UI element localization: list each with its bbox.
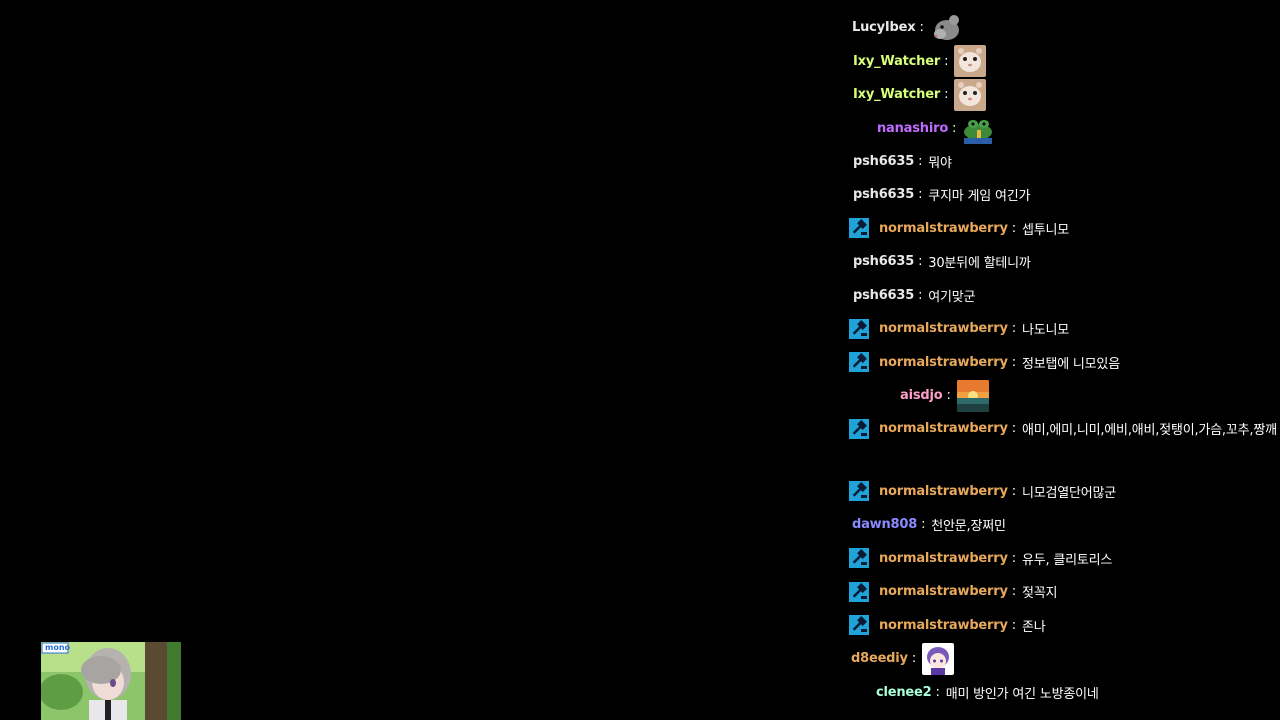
chat-username[interactable]: dawn808	[852, 517, 918, 533]
chat-spacer	[846, 446, 1280, 475]
avatar-logo-label: mono	[45, 643, 71, 652]
chat-message: normalstrawberry : 존나	[846, 608, 1280, 641]
vtuber-avatar-cam: mono	[41, 642, 181, 720]
chat-text: 니모검열단어많군	[1021, 485, 1117, 501]
chat-separator: :	[935, 684, 940, 700]
chat-text: 천안문,장쩌민	[931, 519, 1006, 535]
chat-username[interactable]: LucyIbex	[852, 20, 916, 36]
chat-separator: :	[1011, 220, 1016, 236]
chat-text: 쿠지마 게임 여긴가	[928, 189, 1031, 205]
chat-separator: :	[944, 87, 949, 103]
chat-message: nanashiro :	[877, 111, 1280, 145]
chat-message: psh6635 : 여기맞군	[853, 279, 1280, 312]
chat-separator: :	[944, 53, 949, 69]
chat-message: normalstrawberry : 니모검열단어많군	[846, 475, 1280, 508]
chat-overlay: LucyIbex : Ixy_Watcher :	[846, 11, 1280, 709]
hammer-icon	[849, 581, 869, 602]
hammer-icon	[849, 481, 869, 502]
hammer-icon	[849, 418, 869, 439]
chat-username[interactable]: normalstrawberry	[879, 220, 1008, 236]
chat-separator: :	[918, 287, 923, 303]
chat-text: 여기맞군	[928, 289, 976, 305]
hammer-icon	[849, 615, 869, 636]
hammer-icon	[849, 318, 869, 339]
chat-separator: :	[1011, 584, 1016, 600]
chat-username[interactable]: normalstrawberry	[879, 354, 1008, 370]
chat-message: normalstrawberry : 젖꼭지	[846, 575, 1280, 608]
frog-emote-icon	[962, 112, 995, 145]
chat-message: psh6635 : 30분뒤에 할테니까	[853, 245, 1280, 278]
chat-username[interactable]: psh6635	[853, 287, 915, 303]
chat-username[interactable]: normalstrawberry	[879, 550, 1008, 566]
chat-message: Ixy_Watcher :	[853, 78, 1280, 111]
chat-message: dawn808 : 천안문,장쩌민	[852, 508, 1280, 541]
chat-text: 유두, 클리토리스	[1021, 552, 1113, 568]
chat-message: normalstrawberry : 셉투니모	[846, 212, 1280, 245]
rat-emote-icon	[929, 11, 962, 44]
hammer-icon	[849, 548, 869, 569]
chat-username[interactable]: Ixy_Watcher	[853, 53, 941, 69]
chat-separator: :	[918, 153, 923, 169]
chat-text: 매미 방인가 여긴 노방종이네	[945, 686, 1099, 702]
anime-girl-emote-icon	[922, 642, 955, 675]
chat-separator: :	[1011, 354, 1016, 370]
chat-username[interactable]: normalstrawberry	[879, 321, 1008, 337]
chat-text: 존나	[1021, 619, 1046, 635]
chat-message: clenee2 : 매미 방인가 여긴 노방종이네	[876, 675, 1280, 708]
chat-username[interactable]: normalstrawberry	[879, 617, 1008, 633]
chat-separator: :	[918, 254, 923, 270]
chat-username[interactable]: psh6635	[853, 254, 915, 270]
chat-message: normalstrawberry : 유두, 클리토리스	[846, 542, 1280, 575]
chat-username[interactable]: aisdjo	[900, 388, 943, 404]
hammer-icon	[849, 352, 869, 373]
chat-username[interactable]: normalstrawberry	[879, 584, 1008, 600]
chat-separator: :	[946, 388, 951, 404]
chat-separator: :	[1011, 421, 1016, 437]
chat-username[interactable]: clenee2	[876, 684, 932, 700]
chat-separator: :	[919, 20, 924, 36]
chat-text: 30분뒤에 할테니까	[928, 256, 1031, 272]
chat-message: aisdjo :	[900, 379, 1280, 412]
chat-text: 셉투니모	[1021, 222, 1069, 238]
chat-message: d8eediy :	[851, 642, 1280, 675]
chat-username[interactable]: psh6635	[853, 187, 915, 203]
chat-message: Ixy_Watcher :	[853, 44, 1280, 78]
chat-username[interactable]: psh6635	[853, 153, 915, 169]
hammer-icon	[849, 218, 869, 239]
chat-message: LucyIbex :	[852, 11, 1280, 44]
chat-separator: :	[911, 651, 917, 667]
chat-separator: :	[921, 517, 926, 533]
chat-username[interactable]: normalstrawberry	[879, 483, 1008, 499]
chat-username[interactable]: nanashiro	[877, 120, 949, 136]
sunset-emote-icon	[956, 379, 989, 412]
hamster-emote-icon	[954, 45, 987, 78]
chat-text: 나도니모	[1021, 323, 1069, 339]
chat-message: normalstrawberry : 나도니모	[846, 312, 1280, 345]
chat-message: normalstrawberry : 애미,에미,니미,에비,애비,젖탱이,가슴…	[846, 412, 1280, 445]
chat-message: psh6635 : 쿠지마 게임 여긴가	[853, 178, 1280, 211]
chat-separator: :	[1011, 617, 1016, 633]
chat-text: 애미,에미,니미,에비,애비,젖탱이,가슴,꼬추,짱깨	[1021, 423, 1277, 439]
chat-message: psh6635 : 뭐야	[853, 145, 1280, 178]
chat-separator: :	[952, 120, 957, 136]
chat-message: normalstrawberry : 정보탭에 니모있음	[846, 345, 1280, 378]
hamster-emote-icon	[954, 78, 987, 111]
chat-username[interactable]: Ixy_Watcher	[853, 87, 941, 103]
chat-separator: :	[918, 187, 923, 203]
chat-username[interactable]: normalstrawberry	[879, 421, 1008, 437]
chat-username[interactable]: d8eediy	[851, 651, 908, 667]
chat-text: 정보탭에 니모있음	[1021, 356, 1120, 372]
chat-separator: :	[1011, 483, 1016, 499]
chat-text: 젖꼭지	[1021, 586, 1058, 602]
chat-separator: :	[1011, 550, 1016, 566]
chat-text: 뭐야	[928, 155, 952, 171]
chat-separator: :	[1011, 321, 1016, 337]
